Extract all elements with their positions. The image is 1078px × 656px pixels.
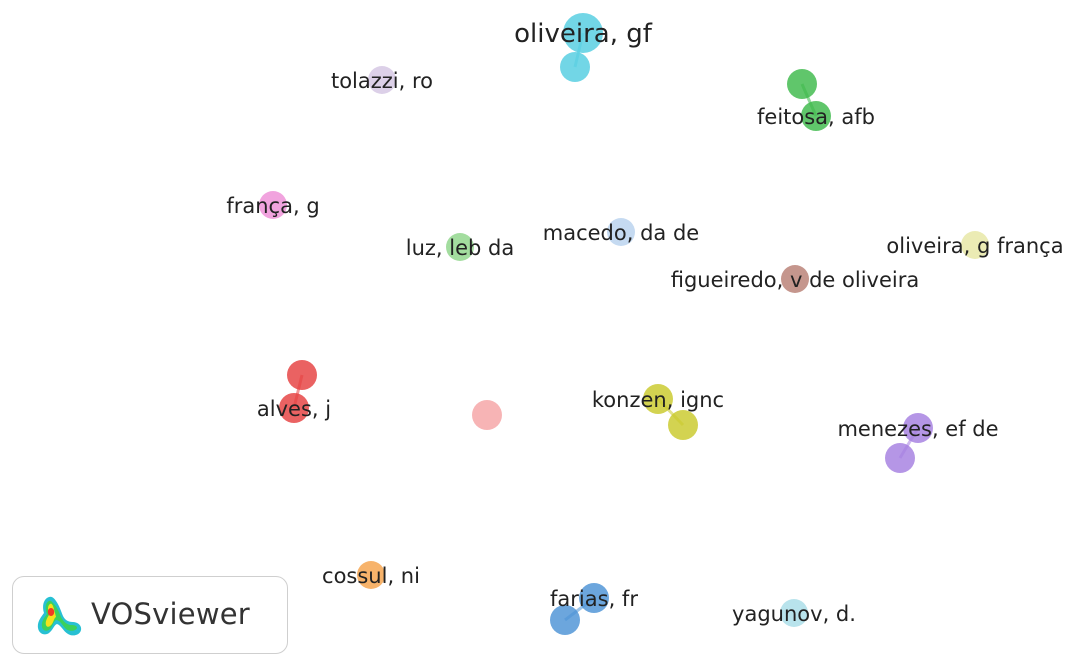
- node-menezes-ef-de[interactable]: [903, 413, 933, 443]
- node-cossul-ni[interactable]: [357, 561, 385, 589]
- label-konzen-ignc[interactable]: konzen, ignc: [592, 388, 724, 412]
- label-macedo-da-de[interactable]: macedo, da de: [543, 221, 699, 245]
- label-oliveira-g-franca[interactable]: oliveira, g frança: [886, 234, 1063, 258]
- node-farias-fr-2[interactable]: [550, 605, 580, 635]
- node-alves-j[interactable]: [279, 393, 309, 423]
- node-feitosa-afb[interactable]: [801, 101, 831, 131]
- nodes-layer: [259, 13, 989, 635]
- labels-layer: oliveira, gf tolazzi, ro feitosa, afb franç…: [226, 19, 1063, 626]
- node-konzen-ignc-2[interactable]: [668, 410, 698, 440]
- label-farias-fr[interactable]: farias, fr: [550, 587, 638, 611]
- node-figueiredo-v-de-oliveira[interactable]: [781, 265, 809, 293]
- label-feitosa-afb[interactable]: feitosa, afb: [757, 105, 875, 129]
- label-luz-leb-da[interactable]: luz, leb da: [406, 236, 514, 260]
- node-tolazzi-ro[interactable]: [368, 66, 396, 94]
- node-konzen-ignc[interactable]: [643, 384, 673, 414]
- label-cossul-ni[interactable]: cossul, ni: [322, 564, 420, 588]
- node-franca-g[interactable]: [259, 191, 287, 219]
- node-oliveira-g-franca[interactable]: [961, 231, 989, 259]
- node-luz-leb-da[interactable]: [446, 233, 474, 261]
- label-alves-j[interactable]: alves, j: [257, 397, 331, 421]
- node-oliveira-gf[interactable]: [563, 13, 603, 53]
- label-franca-g[interactable]: frança, g: [226, 194, 319, 218]
- label-tolazzi-ro[interactable]: tolazzi, ro: [331, 69, 433, 93]
- vosviewer-badge[interactable]: VOSviewer: [12, 576, 288, 654]
- node-alves-j-2[interactable]: [287, 360, 317, 390]
- node-feitosa-afb-2[interactable]: [787, 69, 817, 99]
- node-yagunov-d[interactable]: [780, 599, 808, 627]
- node-macedo-da-de[interactable]: [607, 218, 635, 246]
- vosviewer-label: VOSviewer: [91, 597, 250, 631]
- node-farias-fr[interactable]: [579, 583, 609, 613]
- label-yagunov-d[interactable]: yagunov, d.: [732, 602, 856, 626]
- label-menezes-ef-de[interactable]: menezes, ef de: [837, 417, 998, 441]
- node-oliveira-gf-2[interactable]: [560, 52, 590, 82]
- label-figueiredo-v-de-oliveira[interactable]: figueiredo, v de oliveira: [671, 268, 919, 292]
- vosviewer-heatmap-logo-icon: [37, 596, 82, 636]
- node-unlabeled-pink[interactable]: [472, 400, 502, 430]
- node-menezes-ef-de-2[interactable]: [885, 443, 915, 473]
- label-oliveira-gf[interactable]: oliveira, gf: [514, 19, 653, 49]
